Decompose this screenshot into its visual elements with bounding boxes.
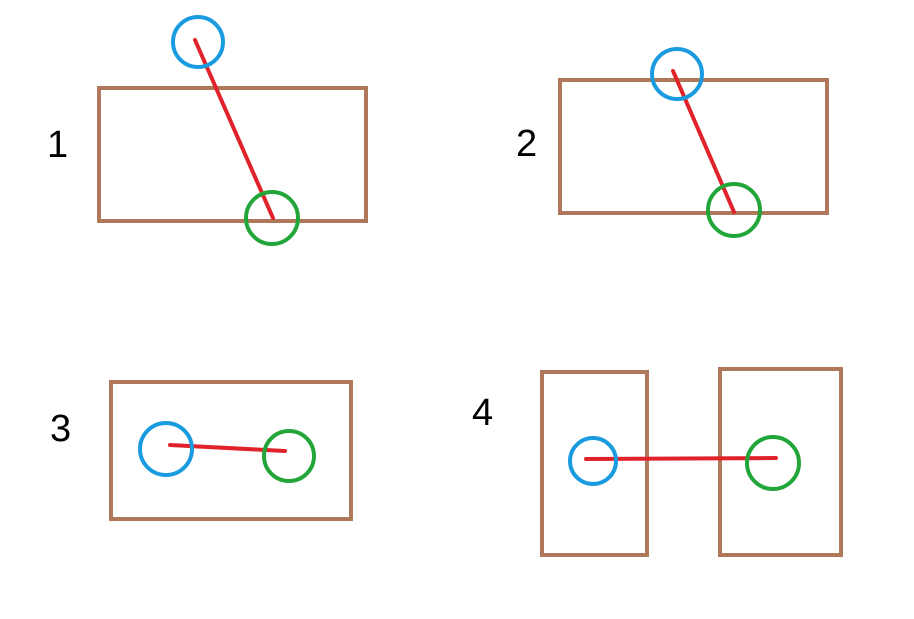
panel-1: 1 [47, 15, 368, 246]
panel-1-green-circle [244, 190, 300, 246]
panel-4-green-circle [745, 435, 801, 491]
panel-4-right-rectangle [718, 367, 843, 557]
panel-2: 2 [516, 47, 829, 238]
panel-2-label: 2 [516, 123, 537, 165]
panel-2-green-circle [706, 182, 762, 238]
panel-2-blue-circle [650, 47, 704, 101]
panel-3-rectangle [109, 380, 353, 521]
panel-1-blue-circle [171, 15, 225, 69]
panel-3: 3 [50, 380, 353, 521]
panel-1-label: 1 [47, 124, 68, 166]
panel-1-connector-line [193, 38, 275, 220]
panel-2-rectangle [558, 78, 829, 215]
panel-1-rectangle [97, 86, 368, 223]
panel-3-label: 3 [50, 408, 71, 450]
panel-4-left-rectangle [540, 370, 649, 557]
panel-4-label: 4 [472, 392, 493, 434]
panel-3-blue-circle [138, 421, 194, 477]
panel-3-green-circle [262, 429, 316, 483]
panel-4-blue-circle [568, 436, 618, 486]
panel-2-connector-line [671, 69, 736, 214]
panel-4: 4 [472, 367, 843, 557]
